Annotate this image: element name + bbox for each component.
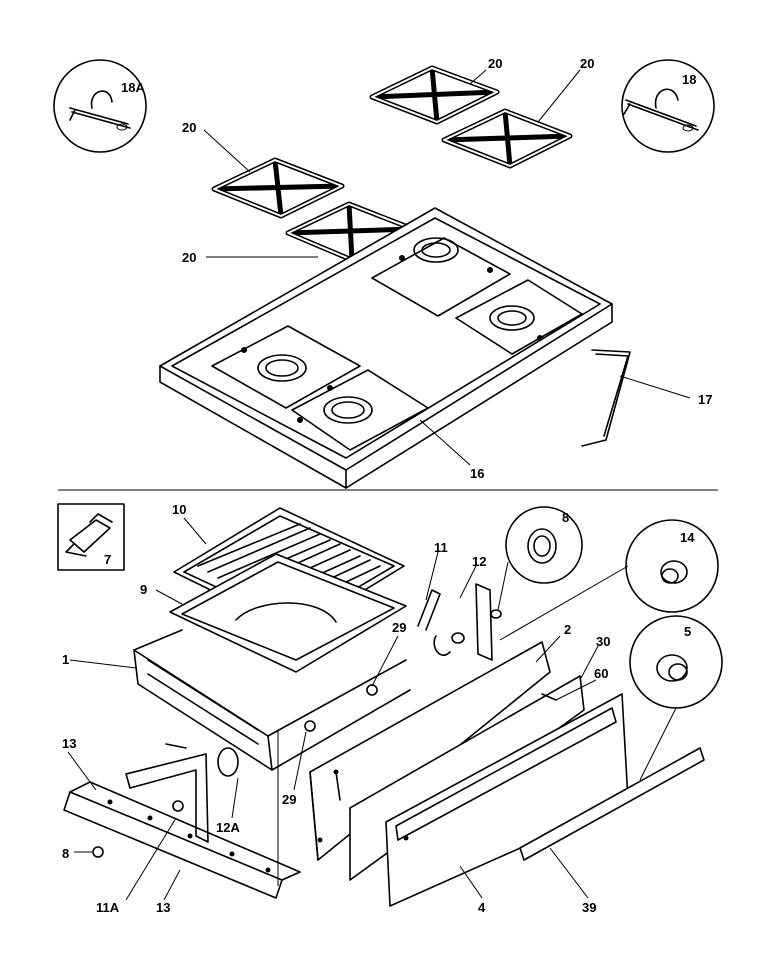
grate-left-a bbox=[211, 157, 345, 219]
label-8-bottom: 8 bbox=[62, 846, 69, 861]
grate-top-right-b bbox=[441, 108, 573, 169]
rail-13 bbox=[63, 781, 301, 899]
label-16: 16 bbox=[470, 466, 484, 481]
label-14: 14 bbox=[680, 530, 695, 545]
label-29-a: 29 bbox=[392, 620, 406, 635]
detail-circle-18a bbox=[53, 59, 147, 153]
label-11a: 11A bbox=[96, 900, 120, 915]
drawer-body-1 bbox=[133, 629, 411, 771]
label-30: 30 bbox=[596, 634, 610, 649]
broiler-pan-9 bbox=[169, 553, 407, 673]
bracket-12a bbox=[125, 743, 239, 843]
label-4: 4 bbox=[478, 900, 486, 915]
rod-17 bbox=[581, 349, 631, 447]
label-12: 12 bbox=[472, 554, 486, 569]
label-20-d: 20 bbox=[182, 250, 196, 265]
label-11: 11 bbox=[434, 540, 448, 555]
trim-strip-39 bbox=[519, 747, 705, 861]
label-29-b: 29 bbox=[282, 792, 296, 807]
detail-circle-5 bbox=[629, 615, 723, 781]
label-1: 1 bbox=[62, 652, 69, 667]
label-18: 18 bbox=[682, 72, 696, 87]
leaders-bottom bbox=[67, 517, 599, 901]
label-60: 60 bbox=[594, 666, 608, 681]
grate-top-right-a bbox=[369, 65, 500, 125]
detail-circle-14 bbox=[499, 519, 719, 641]
detail-box-7 bbox=[57, 503, 125, 571]
label-18a: 18A bbox=[121, 80, 145, 95]
leaders-top bbox=[203, 69, 691, 466]
label-2: 2 bbox=[564, 622, 571, 637]
label-20-b: 20 bbox=[580, 56, 594, 71]
label-5: 5 bbox=[684, 624, 691, 639]
detail-circle-8 bbox=[490, 506, 583, 619]
label-20-c: 20 bbox=[182, 120, 196, 135]
label-13-a: 13 bbox=[62, 736, 76, 751]
label-17: 17 bbox=[698, 392, 712, 407]
label-20-a: 20 bbox=[488, 56, 502, 71]
label-7: 7 bbox=[104, 552, 111, 567]
label-10: 10 bbox=[172, 502, 186, 517]
cooktop-16 bbox=[159, 207, 613, 489]
label-39: 39 bbox=[582, 900, 596, 915]
label-13-b: 13 bbox=[156, 900, 170, 915]
label-8-top: 8 bbox=[562, 510, 569, 525]
detail-circle-18 bbox=[621, 59, 715, 153]
label-12a: 12A bbox=[216, 820, 240, 835]
label-9: 9 bbox=[140, 582, 147, 597]
bracket-11-12 bbox=[417, 583, 493, 661]
